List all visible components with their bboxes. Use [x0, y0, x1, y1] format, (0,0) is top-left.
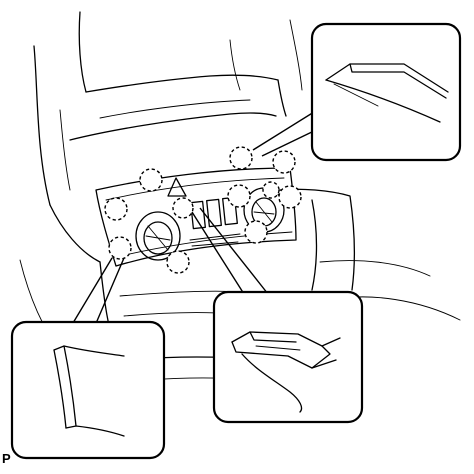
clip-marker [172, 197, 194, 219]
clip-detail-icon [53, 345, 125, 437]
clip-marker [104, 197, 128, 221]
clip-marker [166, 250, 190, 274]
clip-marker [227, 184, 251, 208]
clip-marker [262, 181, 280, 199]
leader-lines [69, 111, 317, 329]
clip-marker [244, 220, 268, 244]
clip-markers [104, 146, 302, 274]
center-buttons [189, 196, 241, 247]
clip-marker [139, 168, 163, 192]
clip-detail-icon [231, 331, 341, 413]
clip-marker [272, 150, 296, 174]
clip-marker [278, 185, 302, 209]
callout-top-right [310, 22, 462, 162]
clip-detail-icon [325, 63, 449, 123]
callout-bottom-left [10, 320, 166, 460]
left-knob [135, 211, 181, 261]
callout-bottom-center [212, 290, 364, 424]
figure-corner-label: P [2, 451, 11, 466]
clip-marker [229, 146, 253, 170]
clip-marker [108, 236, 132, 260]
console-body [19, 11, 461, 385]
